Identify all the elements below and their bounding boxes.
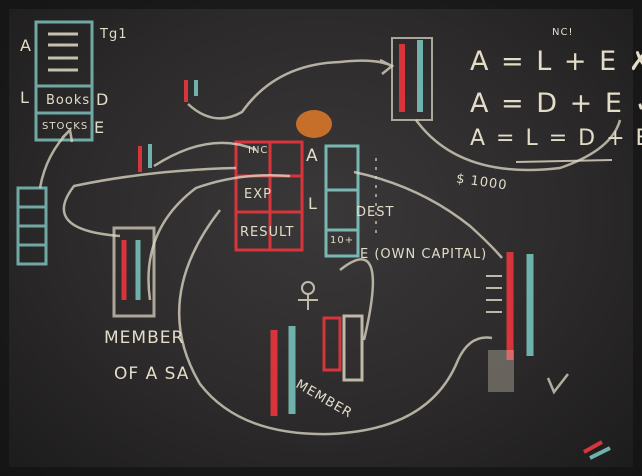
balance-row-e: E: [94, 120, 105, 136]
books-label: Books: [46, 94, 90, 107]
eraser-smudge: [488, 350, 514, 392]
equation-line-1: A = L + E ✗: [470, 48, 642, 75]
stick-figure: [298, 282, 318, 310]
center-l-label: L: [308, 196, 318, 212]
income-exp-label: EXP: [244, 188, 272, 201]
stocks-label: STOCKS: [42, 122, 88, 132]
top-account-box: [392, 38, 432, 120]
teal-ladder: [18, 188, 46, 264]
equation-note: NC!: [552, 28, 573, 38]
right-account-box: [510, 252, 530, 360]
center-amount-label: 10+: [330, 236, 354, 246]
equation-line-2: A = D + E ✓: [470, 90, 642, 117]
income-inc-label: INC: [248, 146, 268, 156]
member-label-line2: OF A SA: [114, 366, 189, 383]
member-label: MEMBER: [104, 330, 184, 347]
member-box-bottom: [274, 326, 292, 416]
center-a-label: A: [306, 148, 319, 165]
center-e-label: E (OWN CAPITAL): [360, 248, 487, 261]
balance-row-a: A: [20, 38, 32, 54]
balance-row-d: D: [96, 92, 109, 108]
small-ladders: [324, 316, 362, 380]
income-result-label: RESULT: [240, 226, 294, 239]
orange-smudge: [296, 110, 332, 138]
equation-line-3: A = L = D + E: [470, 128, 642, 150]
balance-row-l: L: [20, 90, 30, 106]
corner-note: Tg1: [100, 28, 127, 41]
balance-sheet-marks: [48, 34, 78, 70]
center-dest-label: DEST: [356, 206, 394, 219]
